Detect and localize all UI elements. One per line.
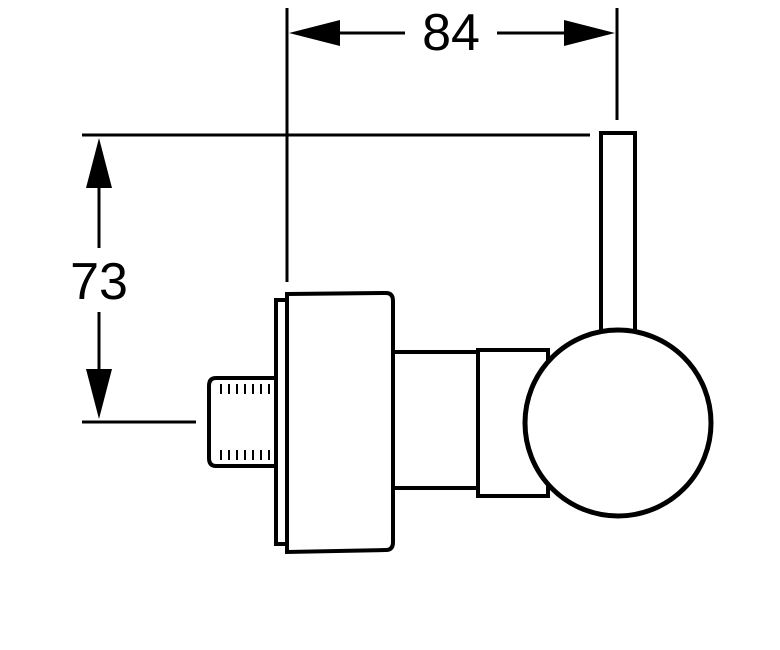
height-dimension: 73 <box>70 133 590 424</box>
wall-escutcheon <box>274 290 395 555</box>
width-arrow-right <box>564 20 615 46</box>
connector-outline <box>207 376 276 468</box>
escutcheon-body <box>285 290 395 555</box>
height-arrow-top <box>86 138 112 188</box>
height-dimension-label: 73 <box>70 253 128 311</box>
width-dimension: 84 <box>285 4 619 282</box>
height-arrow-bottom <box>86 369 112 419</box>
connector-thread-lines <box>220 384 270 460</box>
valve-body-front <box>391 350 480 490</box>
threaded-connector <box>207 376 276 468</box>
width-arrow-left <box>289 20 340 46</box>
width-dimension-label: 84 <box>422 4 480 62</box>
valve-body <box>391 348 550 498</box>
handle-hub <box>522 327 714 519</box>
lever-handle <box>522 131 714 519</box>
